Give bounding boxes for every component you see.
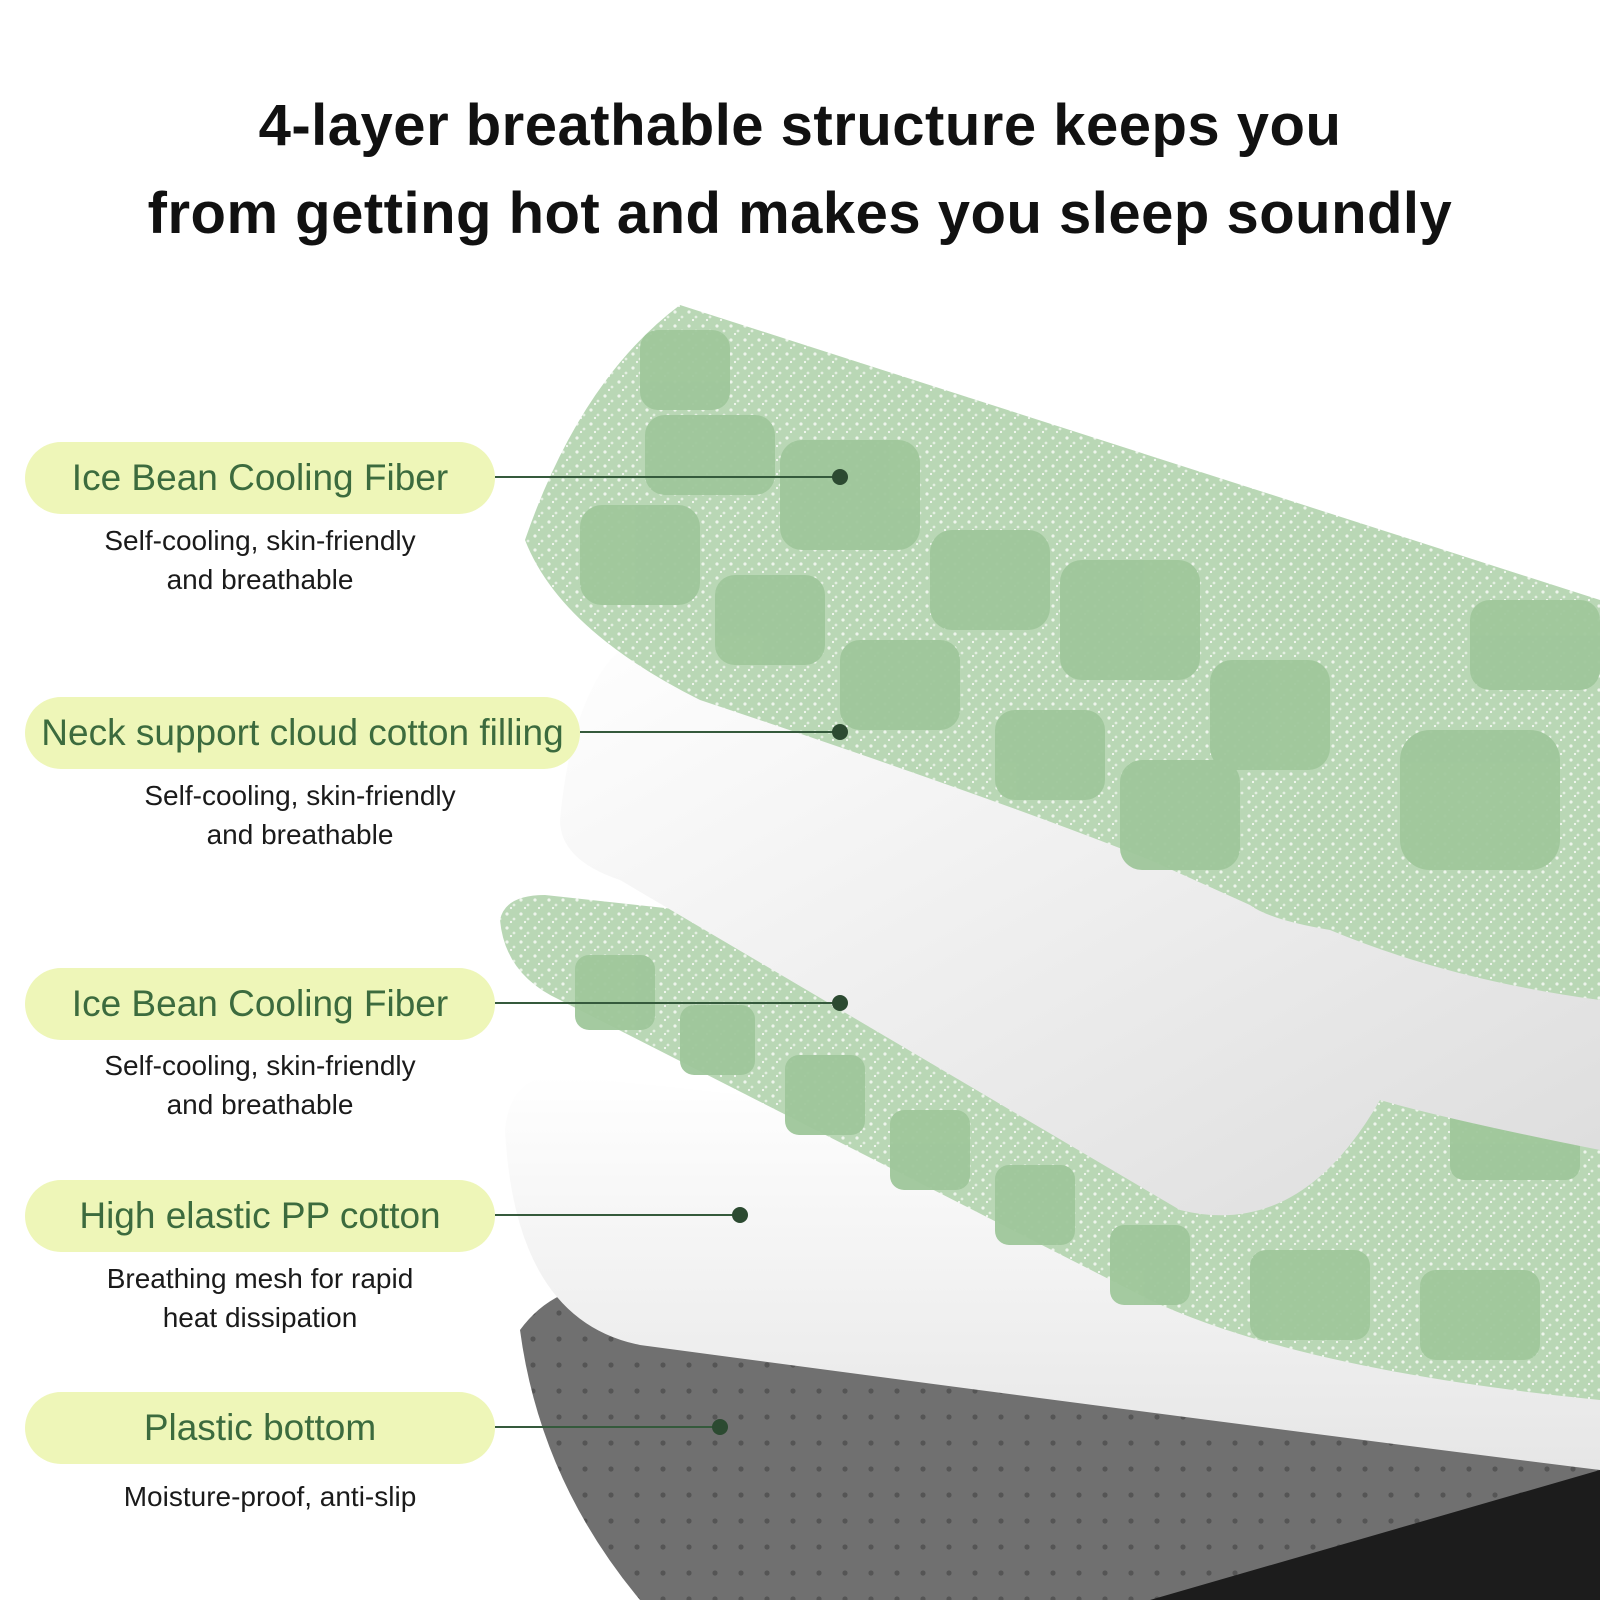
- leader-line-1: [495, 476, 845, 478]
- description-2: Self-cooling, skin-friendly and breathab…: [65, 776, 535, 854]
- top-cooling-fiber-layer: [525, 305, 1600, 1000]
- label-ice-bean-cooling-fiber-top: Ice Bean Cooling Fiber: [25, 442, 495, 514]
- label-plastic-bottom: Plastic bottom: [25, 1392, 495, 1464]
- leader-line-3: [495, 1002, 845, 1004]
- neck-support-wedge-layer: [560, 630, 1600, 1216]
- description-2-line-2: and breathable: [206, 819, 394, 850]
- description-5: Moisture-proof, anti-slip: [25, 1477, 515, 1516]
- description-4-line-1: Breathing mesh for rapid: [106, 1263, 414, 1294]
- description-3-line-2: and breathable: [166, 1089, 354, 1120]
- leader-line-4: [495, 1214, 745, 1216]
- leader-line-2: [580, 731, 845, 733]
- headline-line-2: from getting hot and makes you sleep sou…: [147, 181, 1453, 246]
- description-3: Self-cooling, skin-friendly and breathab…: [25, 1046, 495, 1124]
- marker-dot-1: [832, 469, 848, 485]
- description-1-line-1: Self-cooling, skin-friendly: [104, 525, 416, 556]
- description-3-line-1: Self-cooling, skin-friendly: [104, 1050, 416, 1081]
- leader-line-5: [495, 1426, 725, 1428]
- marker-dot-2: [832, 724, 848, 740]
- description-1-line-2: and breathable: [166, 564, 354, 595]
- marker-dot-4: [732, 1207, 748, 1223]
- description-2-line-1: Self-cooling, skin-friendly: [144, 780, 456, 811]
- description-4: Breathing mesh for rapid heat dissipatio…: [25, 1259, 495, 1337]
- headline: 4-layer breathable structure keeps you f…: [0, 82, 1600, 258]
- description-1: Self-cooling, skin-friendly and breathab…: [25, 521, 495, 599]
- description-4-line-2: heat dissipation: [162, 1302, 358, 1333]
- label-neck-support-cloud-cotton: Neck support cloud cotton filling: [25, 697, 580, 769]
- label-ice-bean-cooling-fiber-bottom: Ice Bean Cooling Fiber: [25, 968, 495, 1040]
- description-5-line-1: Moisture-proof, anti-slip: [123, 1481, 417, 1512]
- label-high-elastic-pp-cotton: High elastic PP cotton: [25, 1180, 495, 1252]
- marker-dot-3: [832, 995, 848, 1011]
- headline-line-1: 4-layer breathable structure keeps you: [258, 93, 1342, 158]
- marker-dot-5: [712, 1419, 728, 1435]
